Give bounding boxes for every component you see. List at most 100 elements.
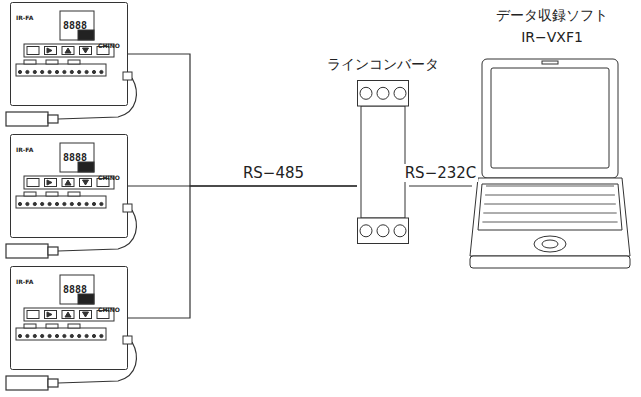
terminal-screw [394, 87, 406, 99]
trackball-ring [534, 236, 566, 252]
terminal-screw [48, 202, 51, 205]
terminal-screw [377, 225, 389, 237]
sensor-port [123, 204, 132, 212]
terminal-screw [85, 334, 88, 337]
button-mark [83, 180, 89, 185]
button [80, 311, 92, 319]
keyboard-row [484, 204, 616, 205]
terminal-screw [92, 334, 95, 337]
terminal-cover [24, 324, 36, 328]
text-slot: 8888 [63, 278, 87, 297]
button [45, 179, 57, 187]
terminal-strip [16, 328, 106, 340]
terminal-screw [78, 202, 81, 205]
button [62, 311, 74, 319]
keyboard-frame [478, 184, 622, 230]
controller-drawing [11, 3, 133, 106]
terminal-screw [70, 202, 73, 205]
laptop-lid [482, 59, 618, 178]
terminal-screw [55, 70, 58, 73]
laptop-screen [491, 68, 609, 168]
interface-label: RS−232C [403, 164, 479, 182]
controller-housing [11, 135, 128, 238]
sensor-group [6, 78, 136, 390]
keyboard-row [483, 213, 616, 214]
button-mark [47, 180, 52, 185]
terminal-screw [377, 87, 389, 99]
terminal-screw [70, 70, 73, 73]
text-slot: CHINO [98, 33, 120, 52]
converter-drawing [358, 81, 409, 244]
converter-node: ラインコンバータ [357, 80, 409, 244]
display-block [78, 162, 94, 172]
keyboard-row [486, 186, 614, 187]
base-lip [470, 256, 630, 268]
terminal-cover [46, 324, 58, 328]
terminal-screw [48, 334, 51, 337]
maker-label: CHINO [98, 306, 120, 313]
terminal-screw [100, 202, 103, 205]
text-slot: データ収録ソフト [496, 5, 608, 24]
button [80, 179, 92, 187]
button [27, 311, 39, 319]
display-window [60, 275, 94, 304]
display-block [78, 294, 94, 304]
button [62, 47, 74, 55]
software-name: IR−VXF1 [521, 29, 583, 46]
terminal-screw [85, 202, 88, 205]
terminal-cover [46, 60, 58, 64]
controller-housing [11, 3, 128, 106]
terminal-screw [360, 225, 372, 237]
terminal-screw [33, 202, 36, 205]
button [80, 47, 92, 55]
display-window [60, 143, 94, 172]
button [27, 179, 39, 187]
controller-housing [11, 267, 128, 370]
sensor-tip [48, 247, 58, 255]
terminal-screw [18, 70, 21, 73]
serial-line [409, 185, 472, 186]
button-mark [47, 48, 52, 53]
sensor-port [123, 72, 132, 80]
laptop-node: データ収録ソフトIR−VXF1 [472, 58, 632, 272]
device-node: IR-FA8888CHINO [10, 266, 128, 370]
terminal-screw [55, 334, 58, 337]
button-mark [65, 48, 71, 53]
button [45, 47, 57, 55]
terminal-screw [63, 334, 66, 337]
terminal-screw [33, 70, 36, 73]
terminal-screw [33, 334, 36, 337]
terminal-screw [78, 70, 81, 73]
terminal-screw [26, 202, 29, 205]
terminal-screw [78, 334, 81, 337]
button-mark [83, 312, 89, 317]
laptop-drawing [470, 59, 630, 268]
button [45, 311, 57, 319]
text-slot: CHINO [98, 165, 120, 184]
display-digits: 8888 [63, 152, 87, 164]
terminal-screw [85, 70, 88, 73]
display-block [78, 30, 94, 40]
button-mark [47, 312, 52, 317]
interface-label: RS−485 [241, 164, 306, 182]
text-slot: IR−VXF1 [521, 27, 583, 46]
terminal-screw [48, 70, 51, 73]
keyboard-row [485, 195, 615, 196]
sensor-body [6, 112, 48, 126]
terminal-strip [16, 196, 106, 208]
terminal-screw [70, 334, 73, 337]
device-node: IR-FA 8888CHINO [10, 134, 128, 238]
button-mark [65, 312, 71, 317]
terminal-screw [26, 334, 29, 337]
button-mark [65, 180, 71, 185]
terminal-screw [100, 70, 103, 73]
model-label: IR-FA [16, 146, 33, 153]
text-slot: CHINO [98, 297, 120, 316]
text-slot: ラインコンバータ [327, 54, 439, 73]
terminal-screw [394, 225, 406, 237]
display-digits: 8888 [63, 20, 87, 32]
button [27, 47, 39, 55]
terminal-screw [41, 334, 44, 337]
serial-line [128, 54, 357, 186]
